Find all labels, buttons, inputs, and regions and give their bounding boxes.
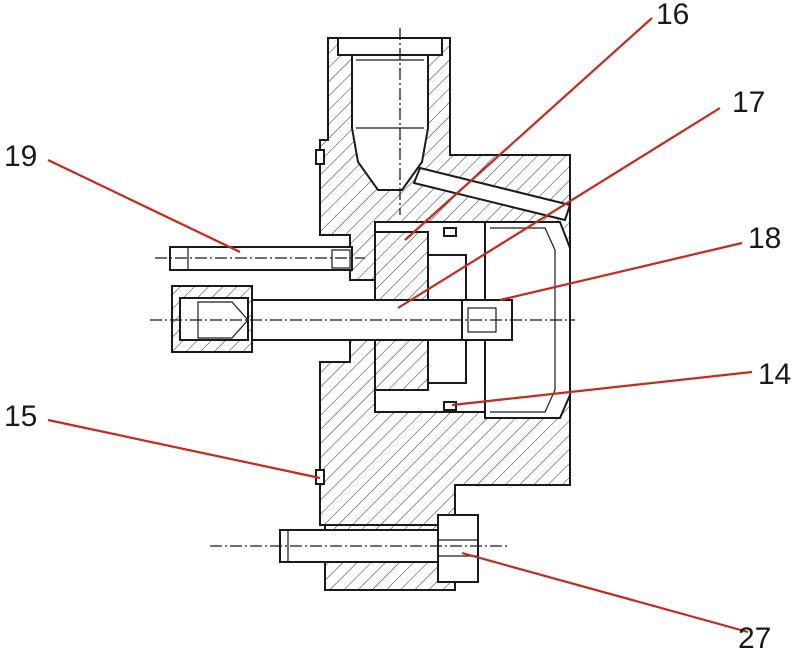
- leader-18: [499, 241, 743, 302]
- inlet-fitting-cap: [337, 37, 443, 56]
- leader-27: [461, 551, 749, 634]
- seal-14: [443, 401, 457, 411]
- callout-16: 16: [656, 0, 690, 31]
- shaft-screw-head: [461, 299, 513, 341]
- inclined-channel: [412, 166, 572, 222]
- leader-19: [47, 159, 241, 253]
- seal-14-upper: [443, 227, 457, 237]
- callout-19: 19: [4, 140, 38, 173]
- leader-15: [47, 418, 321, 480]
- seal-top: [315, 149, 325, 165]
- leader-14: [451, 370, 753, 407]
- callout-27: 27: [738, 622, 772, 655]
- callout-14: 14: [758, 358, 792, 391]
- callout-17: 17: [732, 86, 766, 119]
- right-shell: [484, 221, 571, 419]
- callout-18: 18: [748, 222, 782, 255]
- leader-16: [404, 17, 653, 241]
- bolt-head: [437, 514, 479, 583]
- inlet-fitting: [351, 54, 429, 191]
- leader-17: [397, 107, 721, 309]
- callout-15: 15: [4, 400, 38, 433]
